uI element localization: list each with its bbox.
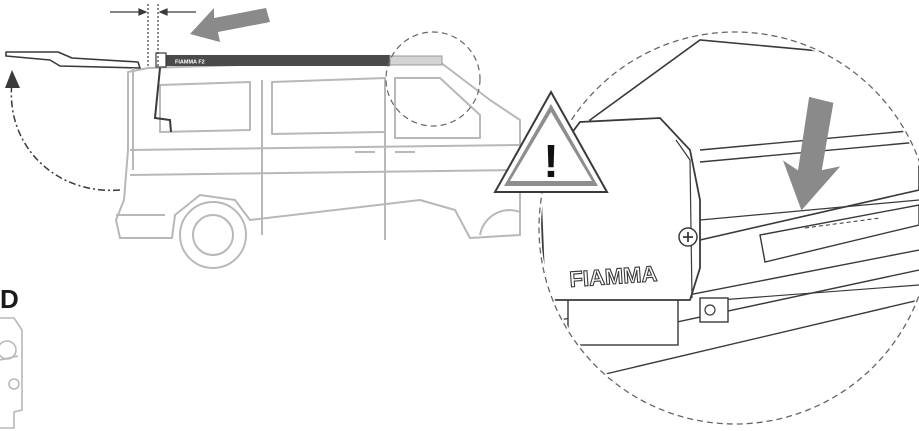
detail-zoom: FIAMMA xyxy=(539,32,919,424)
step-d-thumbnail xyxy=(0,318,22,428)
brand-badge-small: FIAMMA F2 xyxy=(175,60,205,66)
rotation-arrow-icon xyxy=(5,70,120,190)
tailgate xyxy=(6,52,140,170)
screw-icon xyxy=(679,228,697,246)
push-arrow-icon xyxy=(190,8,270,42)
awning-case: FIAMMA F2 xyxy=(155,53,442,132)
step-label: D xyxy=(0,286,19,312)
van-illustration xyxy=(116,60,520,268)
warning-symbol: ! xyxy=(543,135,558,187)
